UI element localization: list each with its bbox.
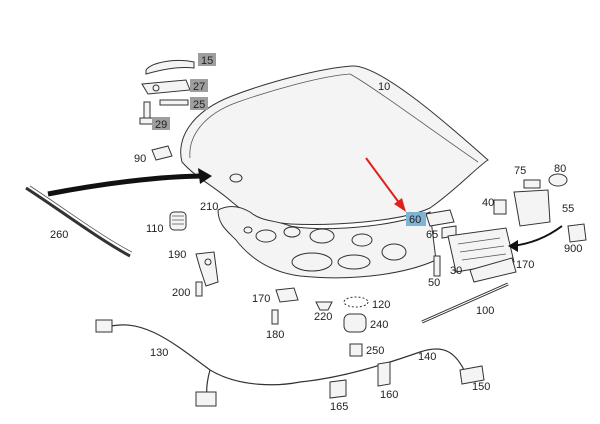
label-130: 130 bbox=[150, 347, 168, 359]
label-900: 900 bbox=[564, 243, 582, 255]
part-25-clip bbox=[159, 99, 189, 106]
part-15-cover bbox=[145, 59, 195, 75]
part-150-handle bbox=[459, 365, 485, 385]
svg-text:29: 29 bbox=[155, 119, 167, 131]
red-indicator-arrow bbox=[365, 157, 406, 212]
part-260-weatherstrip bbox=[25, 185, 133, 258]
part-110-buffer bbox=[169, 211, 187, 231]
part-165-clip bbox=[329, 379, 347, 399]
part-190-hinge bbox=[195, 251, 219, 287]
label-165: 165 bbox=[330, 401, 348, 413]
tag-60: 60 bbox=[406, 212, 426, 226]
svg-text:25: 25 bbox=[193, 99, 205, 111]
svg-text:27: 27 bbox=[193, 81, 205, 93]
part-75-screw bbox=[523, 179, 541, 189]
label-220: 220 bbox=[314, 311, 332, 323]
label-30: 30 bbox=[450, 265, 462, 277]
svg-text:60: 60 bbox=[409, 214, 421, 226]
label-110: 110 bbox=[146, 223, 164, 235]
label-160: 160 bbox=[380, 389, 398, 401]
black-latch-arrow bbox=[508, 225, 563, 252]
part-60-striker bbox=[425, 209, 455, 227]
part-55-sensor bbox=[513, 189, 551, 227]
label-170-right: 170 bbox=[516, 259, 534, 271]
tag-15: 15 bbox=[198, 53, 216, 67]
part-220-grommet bbox=[315, 301, 333, 311]
tag-27: 27 bbox=[190, 79, 208, 93]
part-80-bush bbox=[548, 173, 568, 187]
label-150: 150 bbox=[472, 381, 490, 393]
part-160-holder bbox=[377, 361, 391, 387]
part-180-screw bbox=[271, 309, 279, 325]
part-70-spring bbox=[469, 257, 517, 283]
hood-inner-frame bbox=[217, 206, 437, 279]
label-250: 250 bbox=[366, 345, 384, 357]
part-27-bracket bbox=[141, 79, 191, 95]
cable-end-bottom bbox=[195, 391, 217, 407]
part-240-stopper bbox=[343, 313, 367, 333]
part-130-release-cable bbox=[103, 324, 467, 401]
label-10: 10 bbox=[378, 81, 390, 93]
part-90-bumper bbox=[151, 145, 173, 161]
tag-29: 29 bbox=[152, 117, 170, 131]
label-190: 190 bbox=[168, 249, 186, 261]
part-100-gas-strut bbox=[421, 282, 509, 324]
label-90: 90 bbox=[134, 153, 146, 165]
part-900-connector bbox=[567, 223, 587, 243]
part-170-clip bbox=[275, 287, 299, 303]
part-200-bolt bbox=[195, 281, 203, 297]
svg-text:15: 15 bbox=[201, 55, 213, 67]
label-100: 100 bbox=[476, 305, 494, 317]
label-170-left: 170 bbox=[252, 293, 270, 305]
part-50-bolt bbox=[433, 255, 441, 277]
hood-panel bbox=[180, 65, 489, 225]
label-120: 120 bbox=[372, 299, 390, 311]
label-75: 75 bbox=[514, 165, 526, 177]
label-80: 80 bbox=[554, 163, 566, 175]
label-240: 240 bbox=[370, 319, 388, 331]
label-210: 210 bbox=[200, 201, 218, 213]
label-180: 180 bbox=[266, 329, 284, 341]
label-55: 55 bbox=[562, 203, 574, 215]
tag-25: 25 bbox=[190, 97, 208, 111]
part-120-pad bbox=[343, 296, 369, 308]
label-40: 40 bbox=[482, 197, 494, 209]
part-30-latch bbox=[447, 227, 515, 273]
label-140: 140 bbox=[418, 351, 436, 363]
label-65: 65 bbox=[426, 229, 438, 241]
black-pointer-arrow bbox=[47, 168, 212, 197]
label-200: 200 bbox=[172, 287, 190, 299]
label-260: 260 bbox=[50, 229, 68, 241]
label-50: 50 bbox=[428, 277, 440, 289]
part-40-bolt bbox=[493, 199, 507, 215]
cable-end-left bbox=[95, 319, 113, 333]
part-250-nut bbox=[349, 343, 363, 357]
